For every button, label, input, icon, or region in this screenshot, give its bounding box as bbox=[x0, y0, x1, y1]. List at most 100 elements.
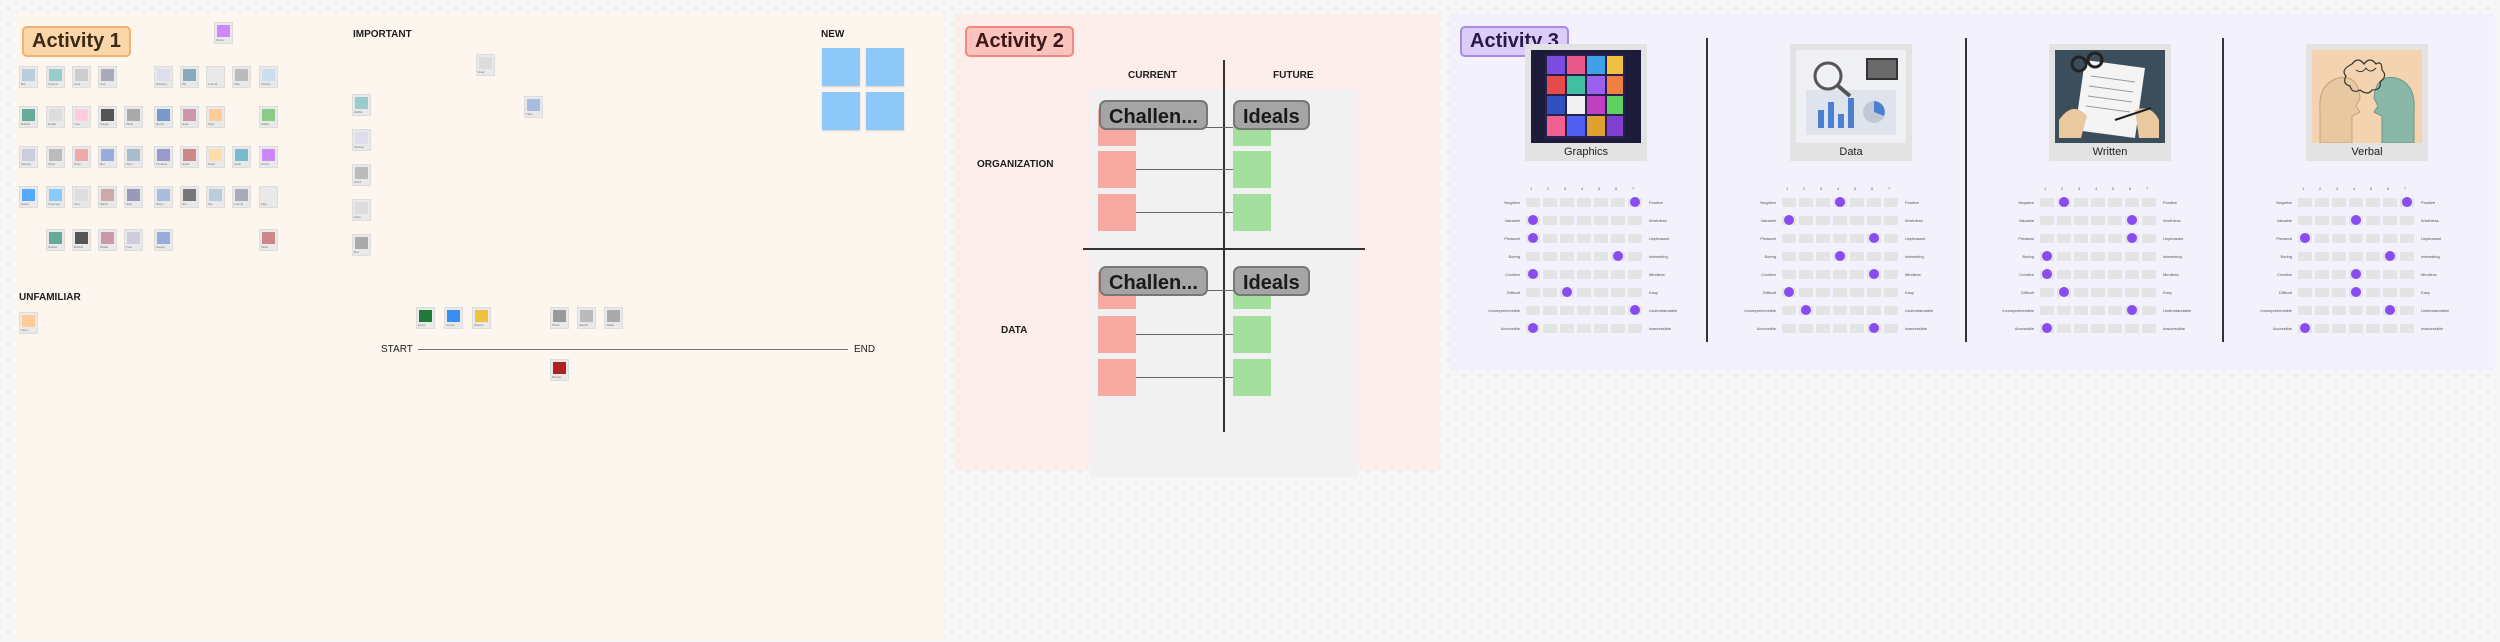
scale-cell[interactable] bbox=[2315, 198, 2329, 207]
challenges-bubble[interactable]: Challen... bbox=[1099, 266, 1208, 296]
scale-cell[interactable] bbox=[2383, 234, 2397, 243]
scale-cell[interactable] bbox=[1850, 288, 1864, 297]
chart-type-card[interactable]: Pie bbox=[180, 66, 199, 88]
scale-cell[interactable] bbox=[1850, 324, 1864, 333]
scale-cell[interactable] bbox=[1594, 216, 1608, 225]
scale-cell[interactable] bbox=[2108, 252, 2122, 261]
data-card[interactable]: Data bbox=[1790, 44, 1912, 161]
chart-type-card[interactable]: Polar bbox=[206, 146, 225, 168]
scale-cell[interactable] bbox=[1611, 306, 1625, 315]
scale-cell[interactable] bbox=[2142, 252, 2156, 261]
scale-cell[interactable] bbox=[1560, 270, 1574, 279]
scale-cell[interactable] bbox=[1884, 252, 1898, 261]
scale-cell[interactable] bbox=[1577, 324, 1591, 333]
scale-cell[interactable] bbox=[2315, 324, 2329, 333]
scale-cell[interactable] bbox=[1799, 270, 1813, 279]
scale-cell[interactable] bbox=[2074, 270, 2088, 279]
scale-cell[interactable] bbox=[1628, 252, 1642, 261]
challenge-note[interactable] bbox=[1098, 359, 1136, 396]
chart-type-card[interactable]: Venn bbox=[19, 312, 38, 334]
activity-2-tag[interactable]: Activity 2 bbox=[965, 26, 1074, 57]
scale-cell[interactable] bbox=[1611, 288, 1625, 297]
scale-cell[interactable] bbox=[2400, 216, 2414, 225]
scale-cell[interactable] bbox=[1816, 216, 1830, 225]
chart-type-card[interactable]: Column bbox=[46, 66, 65, 88]
ideals-bubble[interactable]: Ideals bbox=[1233, 100, 1310, 130]
scale-cell[interactable] bbox=[2366, 288, 2380, 297]
scale-cell[interactable] bbox=[2040, 216, 2054, 225]
scale-cell[interactable] bbox=[1594, 234, 1608, 243]
scale-cell[interactable] bbox=[2091, 252, 2105, 261]
chart-type-card[interactable]: Step bbox=[124, 186, 143, 208]
scale-cell[interactable] bbox=[2125, 324, 2139, 333]
scale-cell[interactable] bbox=[2108, 270, 2122, 279]
scale-cell[interactable] bbox=[2298, 270, 2312, 279]
rating-dot[interactable] bbox=[2127, 215, 2137, 225]
rating-dot[interactable] bbox=[1528, 215, 1538, 225]
scale-cell[interactable] bbox=[1577, 270, 1591, 279]
scale-cell[interactable] bbox=[2400, 306, 2414, 315]
scale-cell[interactable] bbox=[1833, 270, 1847, 279]
challenge-note[interactable] bbox=[1098, 194, 1136, 231]
scale-cell[interactable] bbox=[2366, 306, 2380, 315]
challenge-note[interactable] bbox=[1098, 316, 1136, 353]
chart-type-card[interactable]: Donut bbox=[214, 22, 233, 44]
scale-cell[interactable] bbox=[2400, 234, 2414, 243]
scale-cell[interactable] bbox=[2142, 270, 2156, 279]
ideal-note[interactable] bbox=[1233, 316, 1271, 353]
scale-cell[interactable] bbox=[1577, 306, 1591, 315]
chart-type-card[interactable]: Heat bbox=[180, 106, 199, 128]
rating-dot[interactable] bbox=[2042, 251, 2052, 261]
scale-cell[interactable] bbox=[2108, 306, 2122, 315]
rating-dot[interactable] bbox=[2351, 269, 2361, 279]
chart-type-card[interactable]: Dot bbox=[180, 186, 199, 208]
scale-cell[interactable] bbox=[1884, 216, 1898, 225]
scale-cell[interactable] bbox=[1833, 306, 1847, 315]
sticky-note[interactable] bbox=[866, 48, 904, 86]
chart-type-card[interactable]: Spark bbox=[19, 186, 38, 208]
chart-type-card[interactable]: Tablet bbox=[604, 307, 623, 329]
chart-type-card[interactable]: Icon bbox=[72, 186, 91, 208]
scale-cell[interactable] bbox=[2057, 270, 2071, 279]
scale-cell[interactable] bbox=[2349, 198, 2363, 207]
rating-dot[interactable] bbox=[1835, 197, 1845, 207]
scale-cell[interactable] bbox=[1884, 270, 1898, 279]
scale-cell[interactable] bbox=[2091, 216, 2105, 225]
scale-cell[interactable] bbox=[2091, 288, 2105, 297]
scale-cell[interactable] bbox=[2074, 252, 2088, 261]
scale-cell[interactable] bbox=[1577, 288, 1591, 297]
scale-cell[interactable] bbox=[1594, 324, 1608, 333]
written-card[interactable]: Written bbox=[2049, 44, 2171, 161]
scale-cell[interactable] bbox=[2074, 198, 2088, 207]
chart-type-card[interactable]: Tree bbox=[72, 106, 91, 128]
scale-cell[interactable] bbox=[1543, 234, 1557, 243]
scale-cell[interactable] bbox=[2108, 234, 2122, 243]
rating-dot[interactable] bbox=[1528, 233, 1538, 243]
scale-cell[interactable] bbox=[2057, 306, 2071, 315]
scale-cell[interactable] bbox=[1833, 216, 1847, 225]
chart-type-card[interactable]: Table bbox=[259, 229, 278, 251]
scale-cell[interactable] bbox=[2332, 252, 2346, 261]
scale-cell[interactable] bbox=[1816, 198, 1830, 207]
scale-cell[interactable] bbox=[1833, 288, 1847, 297]
scale-cell[interactable] bbox=[2383, 198, 2397, 207]
chart-type-card[interactable]: Canva bbox=[444, 307, 463, 329]
scale-cell[interactable] bbox=[1867, 216, 1881, 225]
ideal-note[interactable] bbox=[1233, 194, 1271, 231]
scale-cell[interactable] bbox=[2332, 234, 2346, 243]
scale-cell[interactable] bbox=[1611, 198, 1625, 207]
scale-cell[interactable] bbox=[1816, 324, 1830, 333]
activity-1-tag[interactable]: Activity 1 bbox=[22, 26, 131, 57]
rating-dot[interactable] bbox=[1869, 233, 1879, 243]
scale-cell[interactable] bbox=[2040, 306, 2054, 315]
chart-type-card[interactable]: Sketch bbox=[577, 307, 596, 329]
chart-type-card[interactable]: Radar bbox=[46, 106, 65, 128]
scale-cell[interactable] bbox=[2057, 252, 2071, 261]
rating-dot[interactable] bbox=[1835, 251, 1845, 261]
scale-cell[interactable] bbox=[2040, 198, 2054, 207]
chart-type-card[interactable]: Flow bbox=[524, 96, 543, 118]
scale-cell[interactable] bbox=[2349, 252, 2363, 261]
scale-cell[interactable] bbox=[1850, 270, 1864, 279]
scale-cell[interactable] bbox=[1867, 252, 1881, 261]
scale-cell[interactable] bbox=[1577, 234, 1591, 243]
